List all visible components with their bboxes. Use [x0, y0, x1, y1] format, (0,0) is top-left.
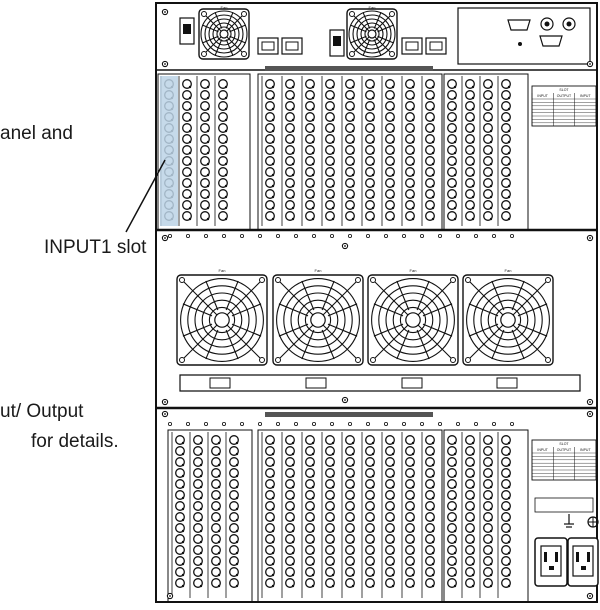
upper-slot-column-6 — [281, 76, 295, 226]
upper-slot-column-5 — [261, 76, 275, 226]
lower-slot-column-9 — [341, 432, 355, 598]
svg-text:SLOT: SLOT — [559, 88, 569, 92]
lower-slot-column-11 — [381, 432, 395, 598]
upper-slot-column-4 — [214, 76, 228, 226]
upper-slot-columns — [157, 73, 529, 231]
lower-slot-column-10 — [361, 432, 375, 598]
upper-slot-column-12 — [401, 76, 415, 226]
big-fan-4 — [462, 274, 554, 366]
lower-slot-column-17 — [497, 432, 511, 598]
lower-slot-column-16 — [479, 432, 493, 598]
upper-slot-column-3 — [196, 76, 210, 226]
input1-leader-line — [125, 159, 166, 233]
callout-top-left: anel and — [0, 123, 73, 144]
lower-slot-column-6 — [281, 432, 295, 598]
svg-text:SLOT: SLOT — [559, 442, 569, 446]
lower-slot-columns — [167, 429, 529, 603]
lower-slot-column-15 — [461, 432, 475, 598]
upper-slot-column-16 — [479, 76, 493, 226]
callout-bottom-left-2: for details. — [31, 431, 119, 452]
top-fan-label-right: Fan — [369, 5, 376, 10]
top-fan-left — [198, 8, 250, 60]
slot-tables-group: SLOT INPUT OUTPUT INPUT SLOT INPUT OUTPUT INPUT — [531, 85, 597, 481]
svg-text:INPUT: INPUT — [537, 94, 548, 98]
lower-slot-column-14 — [443, 432, 457, 598]
lower-slot-column-7 — [301, 432, 315, 598]
power-inlets — [534, 497, 599, 587]
svg-text:INPUT: INPUT — [537, 448, 548, 452]
svg-text:OUTPUT: OUTPUT — [557, 94, 572, 98]
upper-slot-column-11 — [381, 76, 395, 226]
svg-text:OUTPUT: OUTPUT — [557, 448, 572, 452]
slot-table-lower: SLOT INPUT OUTPUT INPUT — [531, 439, 597, 481]
big-fan-label-3: Fan — [410, 268, 417, 273]
big-fan-2 — [272, 274, 364, 366]
lower-slot-column-8 — [321, 432, 335, 598]
upper-slot-column-8 — [321, 76, 335, 226]
big-fan-1 — [176, 274, 268, 366]
lower-slot-column-1 — [171, 432, 185, 598]
big-fans-group: Fan Fan Fan Fan — [176, 268, 554, 366]
big-fan-label-1: Fan — [219, 268, 226, 273]
lower-slot-column-3 — [207, 432, 221, 598]
lower-slot-column-12 — [401, 432, 415, 598]
big-fan-label-4: Fan — [505, 268, 512, 273]
top-fans-group: Fan Fan — [198, 5, 398, 60]
svg-text:INPUT: INPUT — [580, 94, 591, 98]
callout-input1-slot: INPUT1 slot — [44, 237, 147, 258]
callout-bottom-left-1: ut/ Output — [0, 401, 84, 422]
upper-slot-column-15 — [461, 76, 475, 226]
lower-slot-column-5 — [261, 432, 275, 598]
top-bar — [179, 17, 447, 417]
top-fan-label-left: Fan — [221, 5, 228, 10]
top-fan-right — [346, 8, 398, 60]
serial-connector-panel — [457, 7, 591, 65]
big-fan-3 — [367, 274, 459, 366]
lower-slot-column-4 — [225, 432, 239, 598]
lower-slot-column-2 — [189, 432, 203, 598]
upper-slot-column-14 — [443, 76, 457, 226]
upper-slot-column-9 — [341, 76, 355, 226]
input1-slot-highlight — [160, 76, 178, 226]
upper-slot-column-10 — [361, 76, 375, 226]
chassis-screws — [161, 8, 594, 600]
slot-table-upper: SLOT INPUT OUTPUT INPUT — [531, 85, 597, 127]
upper-slot-column-13 — [421, 76, 435, 226]
svg-text:INPUT: INPUT — [580, 448, 591, 452]
upper-slot-column-2 — [178, 76, 192, 226]
upper-slot-column-17 — [497, 76, 511, 226]
upper-slot-column-7 — [301, 76, 315, 226]
lower-slot-column-13 — [421, 432, 435, 598]
big-fan-label-2: Fan — [315, 268, 322, 273]
fan-bracket-lower — [179, 374, 581, 392]
